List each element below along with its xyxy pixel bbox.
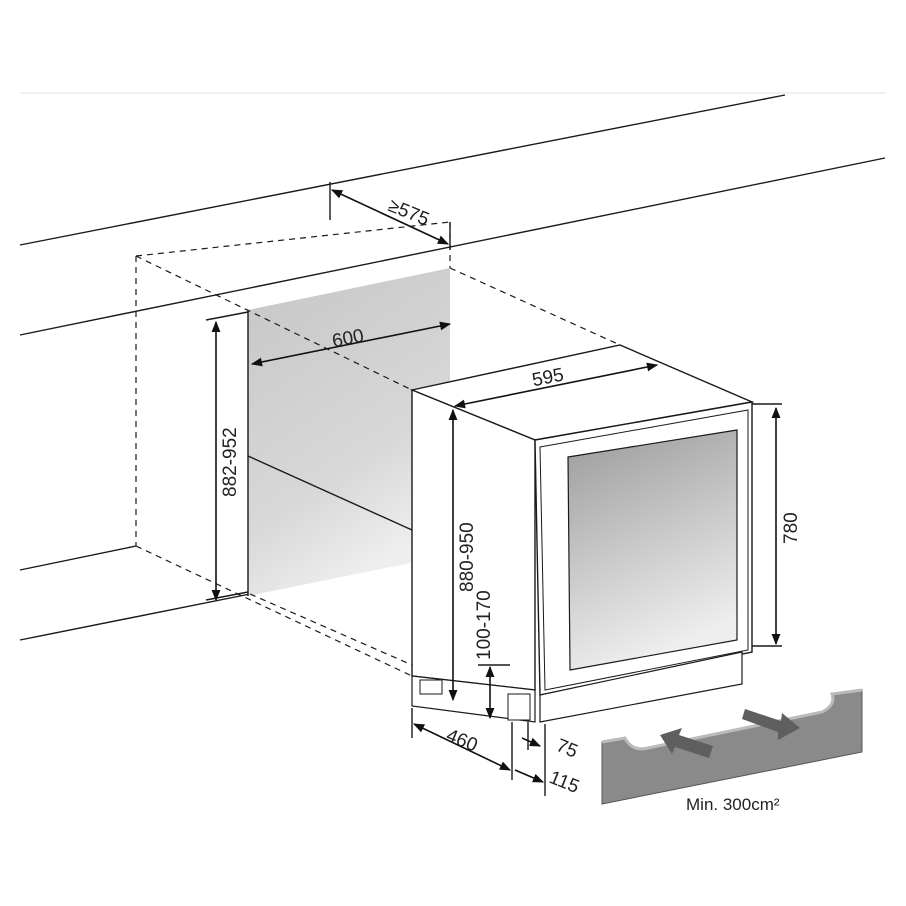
label-plinth-offset: 115: [546, 767, 582, 798]
ventilation-grille: [601, 688, 863, 805]
top-rule: [20, 92, 886, 94]
label-appliance-height: 880-950: [457, 522, 478, 592]
worktop-front-edge: [19, 157, 886, 336]
dimline-appliance-width: [453, 362, 659, 409]
airflow-out-icon: [742, 709, 800, 740]
airflow-arrows: [660, 709, 800, 758]
worktop-back-edge: [19, 94, 786, 246]
label-plinth-height: 100-170: [474, 590, 495, 660]
label-door-height: 780: [781, 512, 802, 544]
label-niche-height: 882-952: [220, 427, 241, 497]
foot-rear: [419, 679, 443, 695]
dimension-lines: [205, 182, 782, 796]
dimline-depth-min: [330, 189, 450, 245]
cabinet-left-base: [19, 593, 251, 641]
airflow-in-icon: [660, 728, 713, 758]
label-plinth-setback: 75: [553, 735, 580, 762]
dimline-plinth-offset: [514, 769, 545, 783]
foot-front: [507, 693, 531, 721]
label-foot-depth: 460: [443, 725, 480, 756]
wine-cooler: [409, 344, 755, 723]
dimline-foot-depth: [412, 723, 512, 771]
dimline-niche-width: [250, 321, 452, 367]
ventilation-caption: Min. 300cm²: [686, 795, 780, 814]
worktop-lines: [19, 94, 886, 641]
dimline-plinth-setback: [521, 737, 542, 747]
cabinet-left-top: [19, 545, 137, 571]
niche-outline: [135, 221, 621, 677]
glass-door: [567, 429, 738, 671]
